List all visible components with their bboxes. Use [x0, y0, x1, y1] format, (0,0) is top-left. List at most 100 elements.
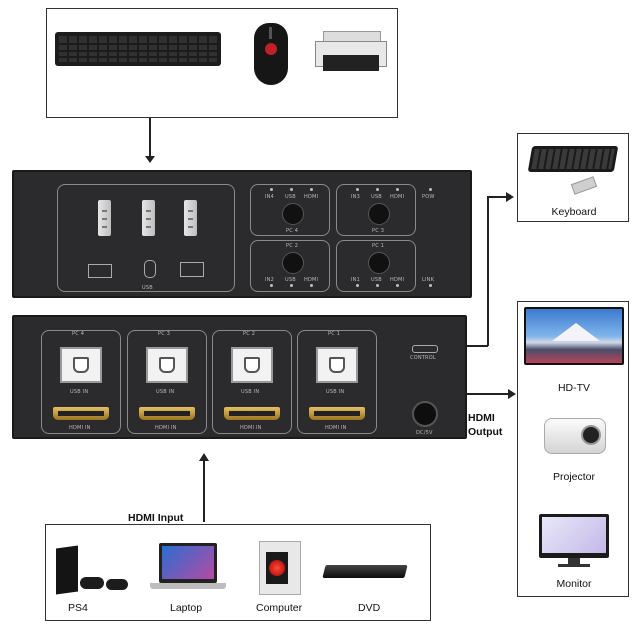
dc-power-jack: [412, 401, 438, 427]
group-pc1: [336, 240, 416, 292]
led: [356, 188, 359, 191]
usb-b-port-pc2: [231, 347, 273, 383]
hdmi-input-label: HDMI Input: [128, 512, 184, 524]
link-label: LINK: [422, 277, 435, 283]
monitor-stand: [568, 558, 580, 564]
ps4-icon: [56, 545, 78, 595]
back-pc4-label: PC 4: [72, 331, 85, 337]
arrow-head-right-outputs: [508, 389, 516, 399]
usb-label: USB: [142, 285, 153, 291]
kvm-back-panel: PC 4 PC 3 PC 2 PC 1 USB IN USB IN USB IN…: [12, 315, 467, 439]
led: [396, 284, 399, 287]
laptop-icon: [159, 543, 217, 583]
monitor-base: [558, 564, 590, 567]
usb-in-label-pc4: USB IN: [70, 389, 89, 395]
keyboard-icon: [55, 32, 221, 66]
kvm-front-panel: USB IN4 USB HDMI PC 4 IN3 USB HDMI PC 3 …: [12, 170, 472, 298]
input-label-dvd: DVD: [358, 602, 381, 614]
arrow-to-keyboard-vertical: [487, 196, 489, 346]
arrow-head-right-keyboard: [506, 192, 514, 202]
pow-led: [429, 188, 432, 191]
pc4-select-button[interactable]: [282, 203, 304, 225]
led: [396, 188, 399, 191]
led: [270, 188, 273, 191]
back-group-pc1: [297, 330, 377, 434]
usb-port-3: [184, 200, 197, 236]
pc2-in-label: IN2: [265, 277, 274, 283]
hdmi-in-label-pc3: HDMI IN: [155, 425, 177, 431]
pc1-select-button[interactable]: [368, 252, 390, 274]
arrow-head-down: [145, 156, 155, 163]
pc4-name-label: PC 4: [286, 228, 299, 234]
printer-port-icon: [180, 262, 204, 277]
hdmi-in-label-pc2: HDMI IN: [240, 425, 262, 431]
ps4-controller-icon: [80, 577, 104, 589]
inputs-box: PS4 Laptop Computer DVD: [45, 524, 431, 621]
mouse-port-icon: [144, 260, 156, 278]
dvd-player-icon: [322, 565, 408, 578]
pc1-name-label: PC 1: [372, 243, 385, 249]
output-label-projector: Projector: [552, 471, 595, 483]
pc3-name-label: PC 3: [372, 228, 385, 234]
led: [290, 188, 293, 191]
led: [290, 284, 293, 287]
control-port-icon: [412, 345, 438, 353]
pc4-hdmi-label: HDMI: [304, 194, 319, 200]
computer-icon: [259, 541, 301, 595]
pc2-hdmi-label: HDMI: [304, 277, 319, 283]
back-pc1-label: PC 1: [328, 331, 341, 337]
arrow-head-up: [199, 453, 209, 461]
hdmi-port-pc1: [309, 407, 365, 420]
input-label-ps4: PS4: [68, 602, 88, 614]
arrow-to-outputs: [467, 393, 509, 395]
control-label: CONTROL: [410, 355, 436, 361]
laptop-base: [150, 583, 226, 589]
usb-dongle-icon: [570, 176, 598, 195]
hdmi-output-label-line1: HDMI: [468, 412, 495, 424]
group-pc4: [250, 184, 330, 236]
back-group-pc4: [41, 330, 121, 434]
keyboard-port-icon: [88, 264, 112, 278]
usb-port-2: [142, 200, 155, 236]
usb-port-1: [98, 200, 111, 236]
pc2-name-label: PC 2: [286, 243, 299, 249]
pc2-select-button[interactable]: [282, 252, 304, 274]
led: [270, 284, 273, 287]
tv-icon: [524, 307, 624, 365]
arrow-from-inputs: [203, 460, 205, 522]
usb-ports-group: [57, 184, 235, 292]
usb-in-label-pc2: USB IN: [241, 389, 260, 395]
hdmi-port-pc4: [53, 407, 109, 420]
back-pc2-label: PC 2: [243, 331, 256, 337]
hdmi-port-pc2: [224, 407, 280, 420]
led: [376, 284, 379, 287]
arrow-to-keyboard-top: [487, 196, 507, 198]
pc3-usb-label: USB: [371, 194, 382, 200]
led: [356, 284, 359, 287]
mouse-icon: [254, 23, 288, 85]
pc3-in-label: IN3: [351, 194, 360, 200]
led: [376, 188, 379, 191]
link-led: [429, 284, 432, 287]
pc1-usb-label: USB: [371, 277, 382, 283]
group-pc2: [250, 240, 330, 292]
pc2-usb-label: USB: [285, 277, 296, 283]
usb-in-label-pc1: USB IN: [326, 389, 345, 395]
back-pc3-label: PC 3: [158, 331, 171, 337]
back-group-pc2: [212, 330, 292, 434]
pc4-in-label: IN4: [265, 194, 274, 200]
hdmi-in-label-pc1: HDMI IN: [325, 425, 347, 431]
usb-in-label-pc3: USB IN: [156, 389, 175, 395]
usb-b-port-pc3: [146, 347, 188, 383]
arrow-to-front-panel: [149, 118, 151, 158]
group-pc3: [336, 184, 416, 236]
pc3-select-button[interactable]: [368, 203, 390, 225]
pc4-usb-label: USB: [285, 194, 296, 200]
dc-label: DC/5V: [416, 430, 433, 436]
usb-b-port-pc4: [60, 347, 102, 383]
usb-b-port-pc1: [316, 347, 358, 383]
printer-icon: [315, 31, 387, 77]
hdmi-in-label-pc4: HDMI IN: [69, 425, 91, 431]
outputs-box: HD-TV Projector Monitor: [517, 301, 629, 597]
pc1-hdmi-label: HDMI: [390, 277, 405, 283]
